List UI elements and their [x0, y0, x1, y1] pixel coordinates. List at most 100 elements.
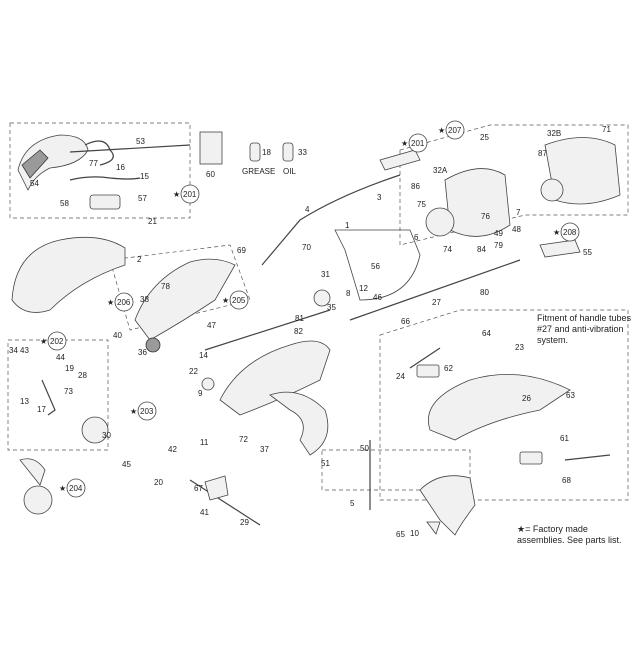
factory-star-icon: ★	[59, 484, 66, 493]
handle-tube-27-part	[349, 259, 521, 321]
assembly-badge-number: 201	[183, 190, 197, 199]
group-box-handle-controls	[9, 122, 191, 219]
part-label-58: 58	[60, 199, 69, 208]
throttle-rod-part	[69, 144, 191, 153]
part-label-55: 55	[583, 248, 592, 257]
part-label-14: 14	[199, 351, 208, 360]
part-label-82: 82	[294, 327, 303, 336]
assembly-badge-206: ★206	[107, 292, 134, 312]
part-label-9: 9	[198, 389, 203, 398]
rear-guard-40-part	[419, 475, 476, 536]
assembly-badge-208: ★208	[553, 222, 580, 242]
part-label-16: 16	[116, 163, 125, 172]
part-label-67: 67	[194, 484, 203, 493]
part-label-69: 69	[237, 246, 246, 255]
assembly-badge-circle	[66, 478, 86, 498]
part-label-66: 66	[401, 317, 410, 326]
part-label-32b: 32B	[547, 129, 561, 138]
part-label-33: 33	[298, 148, 307, 157]
part-label-12: 12	[359, 284, 368, 293]
handle-frame-part	[334, 229, 421, 301]
switch-housing-part	[89, 194, 121, 210]
part-label-72: 72	[239, 435, 248, 444]
assembly-badge-201: ★201	[401, 133, 428, 153]
engine-block-part	[444, 168, 511, 237]
assembly-badge-circle	[445, 120, 465, 140]
part-label-56: 56	[371, 262, 380, 271]
wire-spring-part	[69, 176, 141, 181]
assembly-badge-205: ★205	[222, 290, 249, 310]
part-label-78: 78	[161, 282, 170, 291]
assembly-badge-207: ★207	[438, 120, 465, 140]
part-label-73: 73	[64, 387, 73, 396]
upper-grip-part	[379, 149, 421, 171]
assembly-badge-202: ★202	[40, 331, 67, 351]
assembly-badge-number: 205	[232, 296, 246, 305]
group-box-anti-vibration	[379, 309, 629, 501]
part-label-38: 38	[140, 295, 149, 304]
assembly-badge-201: ★201	[173, 184, 200, 204]
upper-handle-tube-part	[261, 174, 401, 266]
wheel-arm-part	[41, 379, 56, 416]
part-label-18: 18	[262, 148, 271, 157]
group-box-blade-guard	[321, 449, 471, 491]
factory-star-icon: ★	[438, 126, 445, 135]
part-label-45: 45	[122, 460, 131, 469]
factory-star-icon: ★	[173, 190, 180, 199]
part-label-22: 22	[189, 367, 198, 376]
part-label-50: 50	[360, 444, 369, 453]
grease-caption: GREASE	[242, 167, 275, 176]
assembly-badge-circle	[137, 401, 157, 421]
assembly-badge-204: ★204	[59, 478, 86, 498]
engine-cover-ring-part	[540, 178, 564, 202]
part-label-62: 62	[444, 364, 453, 373]
part-label-17: 17	[37, 405, 46, 414]
assembly-badge-circle	[408, 133, 428, 153]
part-label-27: 27	[432, 298, 441, 307]
handle-tube-27b-part	[564, 454, 611, 461]
front-wheel-part	[81, 416, 109, 444]
gear-housing-left-part	[11, 236, 126, 313]
damper-62-part	[416, 364, 440, 378]
anti-vibration-housing-part	[428, 373, 571, 441]
nut-10-part	[426, 521, 441, 535]
part-label-10: 10	[410, 529, 419, 538]
part-label-7: 7	[516, 208, 521, 217]
bracket-41-part	[204, 475, 229, 501]
part-label-15: 15	[140, 172, 149, 181]
part-label-37: 37	[260, 445, 269, 454]
part-label-57: 57	[138, 194, 147, 203]
assembly-badge-circle	[560, 222, 580, 242]
factory-star-icon: ★	[222, 296, 229, 305]
assembly-badge-circle	[47, 331, 67, 351]
part-label-26: 26	[522, 394, 531, 403]
part-label-29: 29	[240, 518, 249, 527]
part-label-34: 34	[9, 346, 18, 355]
factory-star-icon: ★	[107, 298, 114, 307]
assembly-badge-number: 206	[117, 298, 131, 307]
part-label-64: 64	[482, 329, 491, 338]
starter-housing-part	[425, 207, 455, 237]
assembly-badge-number: 208	[563, 228, 577, 237]
part-label-42: 42	[168, 445, 177, 454]
part-label-75: 75	[417, 200, 426, 209]
part-label-63: 63	[566, 391, 575, 400]
part-label-32a: 32A	[433, 166, 448, 175]
factory-note: ★= Factory made assemblies. See parts li…	[517, 524, 622, 545]
part-label-74: 74	[443, 245, 452, 254]
part-label-65: 65	[396, 530, 405, 539]
assembly-badge-number: 201	[411, 139, 425, 148]
part-label-41: 41	[200, 508, 209, 517]
part-label-53: 53	[136, 137, 145, 146]
part-label-77: 77	[89, 159, 98, 168]
part-label-3: 3	[377, 193, 382, 202]
assembly-badge-203: ★203	[130, 401, 157, 421]
part-label-25: 25	[480, 133, 489, 142]
drive-shaft-part	[204, 309, 331, 351]
part-label-51: 51	[321, 459, 330, 468]
part-number-labels: 1234567891011121314151617181920212223242…	[9, 125, 611, 539]
part-label-40: 40	[113, 331, 122, 340]
wheel-204-part	[23, 485, 53, 515]
